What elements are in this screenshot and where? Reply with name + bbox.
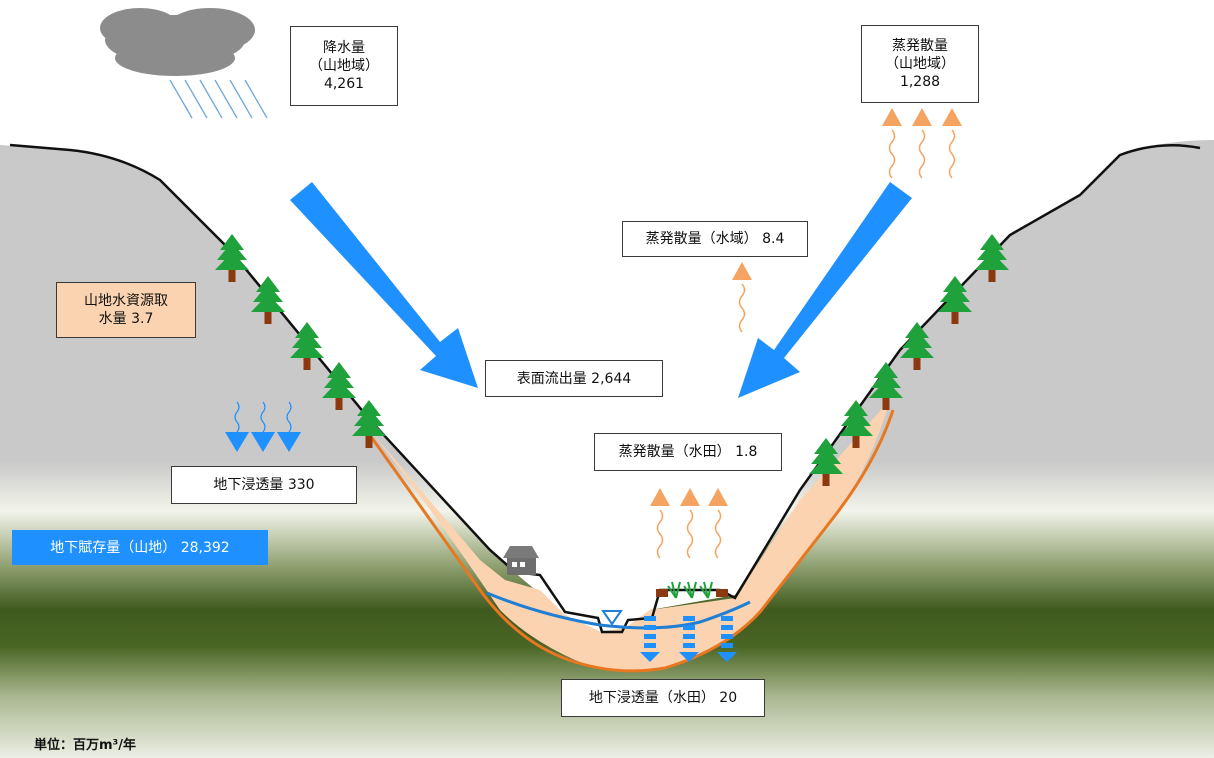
evap-paddy-label: 蒸発散量（水田） 1.8	[618, 444, 758, 460]
surface-runoff-box: 表面流出量 2,644	[485, 360, 663, 397]
soil-boundary	[370, 409, 895, 673]
water-table	[486, 591, 751, 630]
evap-mountain-value: 1,288	[899, 74, 941, 90]
groundwater-storage-box: 地下賦存量（山地） 28,392	[12, 530, 268, 565]
infiltration-box: 地下浸透量 330	[171, 466, 357, 504]
intake-label-line2: 水量 3.7	[98, 311, 154, 327]
evap-arrow-water	[731, 261, 753, 333]
evapotranspiration-water-box: 蒸発散量（水域） 8.4	[622, 221, 808, 257]
storage-label: 地下賦存量（山地） 28,392	[50, 539, 230, 556]
surface-runoff-label: 表面流出量 2,644	[516, 370, 632, 387]
evap-arrows-mountain	[881, 107, 963, 179]
water-level-marker-icon	[601, 610, 623, 626]
surface-runoff-arrow-left	[290, 182, 478, 388]
rice-plant-icon	[656, 581, 728, 599]
rain-cloud-icon	[100, 8, 268, 119]
surface-runoff-arrow-right	[738, 182, 912, 398]
evap-water-label: 蒸発散量（水域） 8.4	[645, 231, 785, 247]
evapotranspiration-paddy-box: 蒸発散量（水田） 1.8	[594, 433, 782, 471]
intake-label-line1: 山地水資源取	[84, 293, 168, 309]
precipitation-subtitle: （山地域）	[309, 58, 379, 74]
precipitation-value: 4,261	[323, 76, 365, 92]
evapotranspiration-mountain-box: 蒸発散量 （山地域） 1,288	[861, 25, 979, 103]
evap-mountain-subtitle: （山地域）	[885, 56, 955, 72]
mountain-water-intake-box: 山地水資源取 水量 3.7	[56, 282, 196, 338]
paddy-infiltration-label: 地下浸透量（水田） 20	[588, 690, 738, 706]
infiltration-label: 地下浸透量 330	[213, 477, 315, 493]
ground-body	[0, 140, 1214, 758]
precipitation-title: 降水量	[323, 40, 365, 56]
soil-layer	[370, 400, 890, 671]
evap-mountain-title: 蒸発散量	[892, 38, 948, 54]
ground-surface	[9, 143, 1201, 634]
paddy-infiltration-box: 地下浸透量（水田） 20	[561, 679, 765, 717]
house-icon	[503, 546, 539, 575]
precipitation-box: 降水量 （山地域） 4,261	[290, 26, 398, 106]
unit-label: 単位：百万m³/年	[34, 738, 136, 753]
evap-arrows-paddy	[649, 487, 729, 559]
